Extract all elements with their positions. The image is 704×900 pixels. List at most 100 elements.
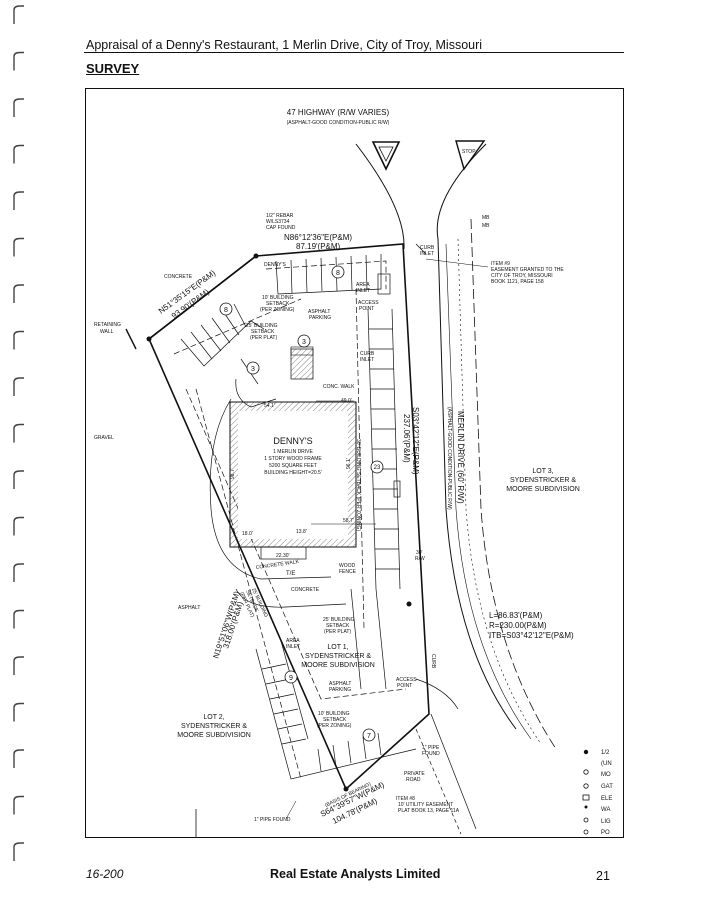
gravel-label: GRAVEL — [94, 435, 114, 441]
parking-count-west-b — [246, 361, 260, 375]
legend-2: (UN — [601, 761, 612, 767]
east-parking-stalls — [367, 273, 401, 590]
conc-walk-label: CONC. WALK — [323, 384, 355, 390]
curb-inlet-2: INLET — [360, 357, 374, 363]
item8-title: ITEM #8 — [396, 796, 415, 802]
mb-label-1: MB — [482, 215, 490, 221]
highway-desc: (ASPHALT-GOOD CONDITION-PUBLIC R/W) — [287, 120, 390, 126]
legend-5: ELE — [601, 796, 612, 802]
asphalt-parking2-1: ASPHALT — [329, 681, 351, 687]
dennys-sign-label: DENNY'S — [264, 262, 286, 268]
dumpster-enclosure — [290, 348, 314, 380]
yield-triangle — [371, 141, 401, 171]
item8-line-2: 10' UTILITY EASEMENT — [398, 802, 453, 808]
svg-text:23: 23 — [374, 465, 381, 471]
setback10-3: (PER ZONING) — [260, 307, 295, 313]
svg-text:3: 3 — [302, 339, 306, 346]
parking-count-east — [370, 460, 384, 474]
curb-inlet2-2: INLET — [420, 251, 434, 257]
survey-plat: 47 HIGHWAY (R/W VARIES) (ASPHALT-GOOD CO… — [85, 88, 624, 838]
binder-ring — [13, 423, 24, 443]
access-point2-2: POINT — [397, 683, 412, 689]
setback10b-1: 10' BUILDING — [318, 711, 350, 717]
lot3-line-2: SYDENSTRICKER & — [510, 477, 576, 484]
pipe-found-sw: 1" PIPE FOUND — [254, 817, 291, 823]
footer-file-number: 16-200 — [86, 867, 124, 881]
binder-ring — [13, 284, 24, 303]
building-construction: 1 STORY WOOD FRAME — [264, 456, 322, 462]
private-road-1: PRIVATE — [404, 771, 425, 777]
asphalt-label: ASPHALT — [178, 605, 200, 611]
binder-ring — [13, 98, 24, 117]
south-parking-stalls — [255, 588, 417, 780]
stop-sign-triangle — [455, 140, 486, 171]
curve-radius: R=230.00(P&M) — [489, 621, 547, 630]
building-height: BUILDING HEIGHT=20.5' — [264, 470, 322, 476]
binder-ring — [13, 191, 24, 210]
setback10b-2: SETBACK — [323, 717, 347, 723]
binder-ring — [13, 702, 24, 722]
lot3-line-3: MOORE SUBDIVISION — [506, 486, 580, 493]
setback25-1: 25' BUILDING — [246, 323, 278, 329]
asphalt-parking-2: PARKING — [309, 315, 331, 321]
binder-ring — [13, 795, 24, 815]
binder-ring — [13, 5, 24, 24]
binder-ring — [13, 377, 24, 396]
dim-54: 54.1' — [264, 403, 275, 409]
footer-company: Real Estate Analysts Limited — [270, 867, 441, 881]
lot2-line-2: SYDENSTRICKER & — [181, 723, 247, 730]
binder-ring — [13, 237, 24, 257]
rebar-note-1: 1/2" REBAR — [266, 213, 294, 219]
binder-ring — [13, 749, 24, 768]
dim-22-30: 22.30' — [276, 553, 290, 559]
svg-text:8: 8 — [336, 270, 340, 277]
svg-text:8: 8 — [224, 307, 228, 314]
north-distance: 87.19'(P&M) — [296, 242, 341, 251]
concrete-walk-label: CONCRETE WALK — [255, 559, 300, 571]
te-label: T/E — [286, 571, 295, 577]
building-dim-side: 98.7' — [230, 468, 236, 479]
binder-ring — [13, 656, 24, 675]
area-inlet-1: AREA — [356, 282, 370, 288]
curb-label: CURB — [430, 654, 436, 669]
legend-8: PO — [601, 830, 610, 836]
parking-count-sw — [284, 670, 298, 684]
building-area: 5200 SQUARE FEET — [269, 463, 317, 469]
binder-ring — [13, 516, 24, 536]
nw-parking-stalls — [180, 303, 265, 367]
rebar-note-2: W/LS3734 — [266, 219, 290, 225]
east-bearing: S03°42'12"E(P&M) — [411, 407, 420, 475]
stop-sign-label: STOP — [462, 149, 476, 155]
curve-length: L=86.83'(P&M) — [489, 611, 543, 620]
rebar-note-3: CAP FOUND — [266, 225, 296, 231]
setback25-2: SETBACK — [251, 329, 275, 335]
asphalt-parking-1: ASPHALT — [308, 309, 330, 315]
dim-18: 18.0' — [242, 531, 253, 537]
rebar-marker — [253, 253, 259, 259]
binder-rings — [13, 5, 24, 861]
binder-ring — [13, 144, 24, 164]
page-header-title: Appraisal of a Denny's Restaurant, 1 Mer… — [86, 38, 483, 52]
footer-page-number: 21 — [596, 869, 610, 883]
svg-text:9: 9 — [289, 675, 293, 682]
svg-text:7: 7 — [367, 733, 371, 740]
parking-count-nw — [219, 302, 233, 316]
access-point-2: POINT — [359, 306, 374, 312]
binder-ring — [13, 470, 24, 489]
lot1-line-2: SYDENSTRICKER & — [305, 653, 371, 660]
dim-13-8: 13.8' — [296, 529, 307, 535]
legend-4: GAT — [601, 784, 613, 790]
binder-ring — [13, 842, 24, 861]
area-inlet-2: INLET — [356, 288, 370, 294]
dim-58-7: 58.7' — [343, 518, 354, 524]
merlin-drive-desc: (ASPHALT-GOOD CONDITION-PUBLIC R/W) — [446, 407, 452, 510]
lot1-title: LOT 1, — [327, 644, 348, 651]
merlin-drive-name: MERLIN DRIVE (60' R/W) — [456, 411, 465, 504]
setback10b-3: (PER ZONING) — [317, 723, 352, 729]
legend-3: MO — [601, 772, 611, 778]
north-parking-stalls — [275, 254, 382, 295]
building-name: DENNY'S — [273, 436, 312, 446]
setback25c-1: 25' BUILDING — [323, 617, 355, 623]
dim-49: 49.0' — [341, 398, 352, 404]
pipe-found-1: 1" PIPE — [422, 745, 440, 751]
